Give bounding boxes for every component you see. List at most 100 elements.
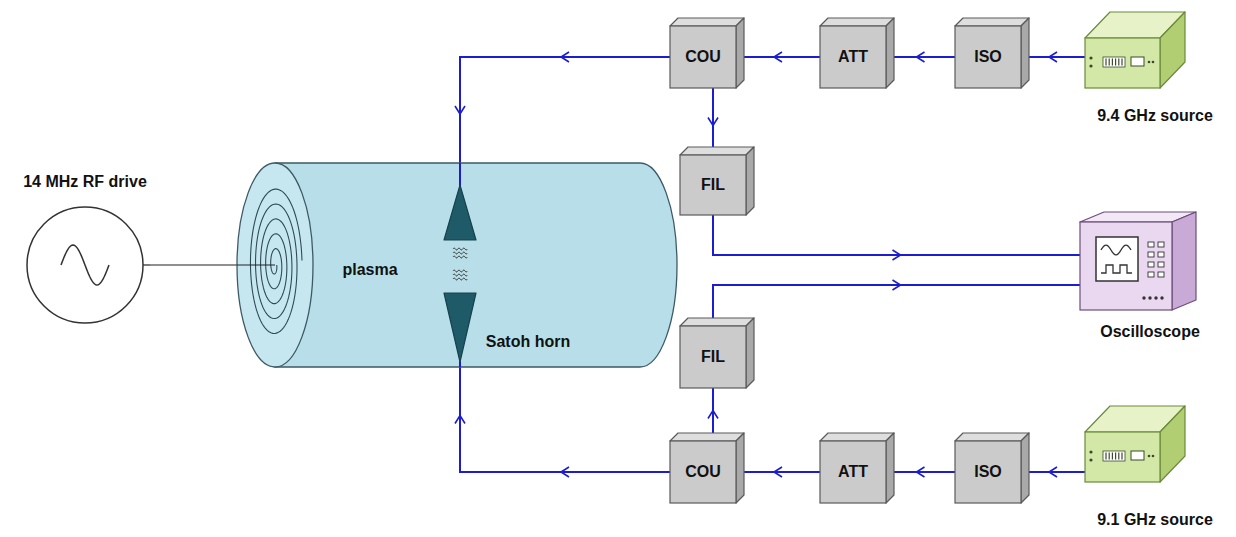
box-top-face: [670, 433, 744, 441]
wave-symbol: [453, 248, 467, 250]
oscilloscope: Oscilloscope: [1080, 210, 1220, 342]
signal-line: [886, 52, 955, 62]
signal-source: 9.4 GHz source: [1085, 8, 1225, 126]
box-side-face: [746, 318, 754, 388]
box-label: FIL: [701, 347, 725, 367]
box-label: COU: [685, 47, 721, 67]
signal-line: [886, 467, 955, 477]
scope-trace: [1101, 245, 1131, 255]
box-front-face: [820, 441, 886, 503]
scope-button: [1148, 272, 1154, 277]
device-grille-bar: [1109, 453, 1110, 460]
connector-path: [460, 367, 670, 472]
device-front-face: [1085, 38, 1160, 88]
arrow-chevron: [1049, 467, 1057, 477]
box-side-face: [886, 18, 894, 88]
signal-source: 9.1 GHz source: [1085, 402, 1225, 530]
scope-screen: [1096, 237, 1138, 281]
box-top-face: [680, 318, 754, 326]
box-side-face: [1021, 433, 1029, 503]
signal-line: [713, 280, 1080, 326]
device-knob: [1089, 64, 1092, 67]
scope-button: [1148, 242, 1154, 247]
arrow-chevron: [1049, 52, 1057, 62]
arrow-chevron: [455, 416, 465, 424]
box-front-face: [820, 26, 886, 88]
box-side-face: [746, 147, 754, 215]
wave-symbol: [453, 256, 467, 258]
box-top-face: [955, 433, 1029, 441]
box-side-face: [736, 433, 744, 503]
scope-side-face: [1172, 212, 1196, 310]
device-grille-bar: [1118, 453, 1119, 460]
device-led: [1148, 61, 1151, 64]
cylinder-body: [275, 163, 677, 367]
sine-symbol: [61, 245, 109, 285]
scope-front-face: [1080, 222, 1172, 310]
signal-line: [713, 215, 1080, 260]
signal-line: [455, 367, 670, 477]
device-grille-bar: [1121, 59, 1122, 66]
signal-line: [708, 88, 718, 155]
cylinder-end: [237, 163, 313, 367]
device-knob: [1089, 56, 1092, 59]
device-knob: [1089, 450, 1092, 453]
component-box: COU: [670, 441, 736, 503]
scope-button: [1158, 252, 1164, 257]
wave-symbol: [453, 270, 467, 272]
connector-path: [150, 264, 237, 265]
component-box: FIL: [680, 155, 746, 215]
box-top-face: [820, 433, 894, 441]
box-label: ATT: [838, 462, 868, 482]
device-knob: [1089, 458, 1092, 461]
connector-path: [736, 56, 820, 58]
arrow-chevron: [708, 118, 718, 126]
box-front-face: [955, 441, 1021, 503]
device-display: [1131, 451, 1144, 460]
device-display: [1131, 57, 1144, 66]
rf-drive-shape: [20, 172, 150, 328]
signal-line: [736, 467, 820, 477]
arrow-chevron: [893, 280, 901, 290]
connector-path: [886, 471, 955, 473]
device-grille-bar: [1105, 453, 1106, 460]
signal-line: [1021, 52, 1085, 62]
arrow-chevron: [774, 467, 782, 477]
drive-wire: [143, 264, 150, 265]
horn-antenna: [444, 293, 476, 362]
scope-trace: [1101, 265, 1132, 273]
connector-path: [713, 285, 1080, 326]
box-front-face: [680, 326, 746, 388]
wave-symbol: [453, 274, 467, 276]
arrow-chevron: [893, 250, 901, 260]
connector-path: [713, 215, 1080, 255]
device-led: [1152, 61, 1155, 64]
signal-source-shape: [1085, 402, 1225, 530]
box-front-face: [670, 26, 736, 88]
device-led: [1152, 455, 1155, 458]
box-label: ISO: [974, 462, 1002, 482]
wave-symbol: [453, 278, 467, 280]
rf-drive: 14 MHz RF drive: [20, 172, 150, 328]
part-label: Satoh horn: [486, 332, 570, 352]
device-grille-bar: [1115, 453, 1116, 460]
device-grille-bar: [1112, 59, 1113, 66]
arrow-chevron: [917, 467, 925, 477]
connector-path: [1021, 56, 1085, 58]
connector-path: [886, 56, 955, 58]
plasma-cylinder-shape: [237, 163, 677, 367]
device-grille: [1103, 57, 1125, 67]
box-top-face: [670, 18, 744, 26]
signal-line: [455, 52, 670, 163]
component-box: FIL: [680, 326, 746, 388]
instrument-label: Oscilloscope: [1100, 322, 1200, 342]
device-side-face: [1160, 12, 1185, 88]
box-front-face: [955, 26, 1021, 88]
source-label: 14 MHz RF drive: [23, 172, 147, 192]
box-top-face: [680, 147, 754, 155]
scope-button: [1158, 242, 1164, 247]
device-grille-bar: [1115, 59, 1116, 66]
signal-line: [1021, 467, 1085, 477]
arrow-chevron: [561, 52, 569, 62]
